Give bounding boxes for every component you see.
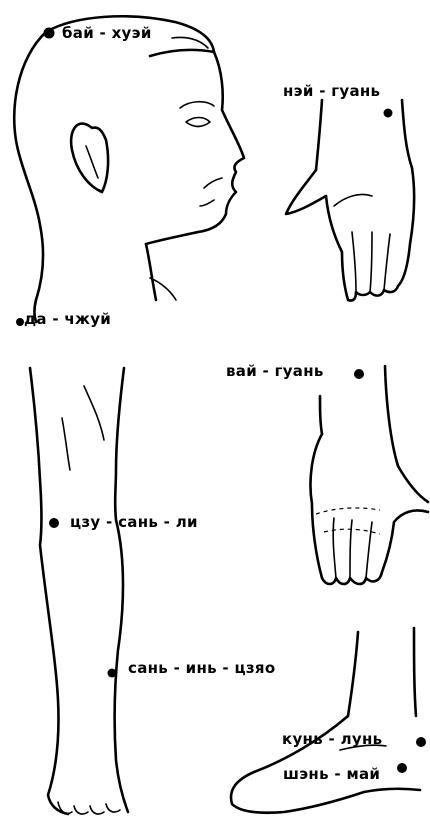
point-marker-wai-guan: [354, 369, 364, 379]
label-wai-guan: вай - гуань: [226, 362, 324, 380]
label-shen-mai: шэнь - май: [283, 765, 380, 783]
point-marker-zu-san-li: [49, 518, 59, 528]
label-kun-lun: кунь - лунь: [282, 730, 382, 748]
back-of-hand-drawing: [310, 366, 428, 584]
label-san-yin-jiao: сань - инь - цзяо: [128, 659, 275, 677]
label-bai-hui: бай - хуэй: [62, 24, 152, 42]
point-marker-nei-guan: [384, 109, 393, 118]
point-marker-bai-hui: [44, 28, 55, 39]
label-zu-san-li: цзу - сань - ли: [70, 513, 198, 531]
foot-drawing: [231, 628, 420, 813]
palm-hand-drawing: [286, 100, 414, 301]
label-da-zhui: да - чжуй: [24, 310, 111, 328]
leg-drawing: [30, 368, 128, 814]
point-marker-san-yin-jiao: [108, 669, 117, 678]
point-marker-kun-lun: [416, 737, 426, 747]
point-marker-da-zhui: [16, 318, 24, 326]
head-profile-drawing: [14, 16, 244, 322]
point-marker-shen-mai: [397, 763, 407, 773]
label-nei-guan: нэй - гуань: [283, 82, 380, 100]
